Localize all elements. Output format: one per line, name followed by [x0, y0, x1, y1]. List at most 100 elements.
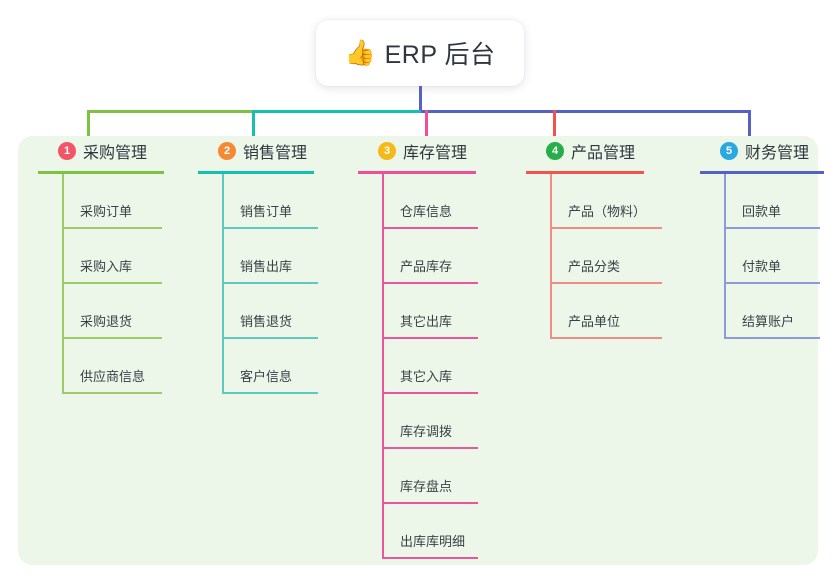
module-item-label: 付款单 [742, 259, 782, 274]
module-item-rule [62, 227, 162, 229]
module-item-rule [222, 337, 318, 339]
module-item[interactable]: 客户信息 [222, 339, 332, 394]
module-item[interactable]: 采购退货 [62, 284, 172, 339]
module-item-label: 产品（物料） [568, 204, 647, 219]
module-item[interactable]: 库存盘点 [382, 449, 492, 504]
bar-segment-mid [252, 110, 424, 113]
module-item-rule [724, 282, 820, 284]
module-item-label: 其它出库 [400, 314, 453, 329]
module-item-label: 销售出库 [240, 259, 293, 274]
module-header-rule [526, 171, 644, 174]
bar-segment-right [421, 110, 751, 113]
module-item[interactable]: 产品库存 [382, 229, 492, 284]
module-number-badge: 2 [218, 142, 236, 160]
page-title: ERP 后台 [384, 41, 496, 69]
module-item[interactable]: 出库库明细 [382, 504, 492, 559]
module-spine [550, 174, 552, 339]
module-item[interactable]: 回款单 [724, 174, 834, 229]
module-item-rule [550, 282, 662, 284]
module-item-label: 结算账户 [742, 314, 795, 329]
module-column-5: 5 财务管理回款单付款单结算账户 [700, 136, 824, 339]
drop-connector-2 [252, 110, 255, 150]
module-item[interactable]: 采购入库 [62, 229, 172, 284]
module-item-label: 产品分类 [568, 259, 621, 274]
module-spine [382, 174, 384, 559]
module-item[interactable]: 采购订单 [62, 174, 172, 229]
module-header-rule [700, 171, 824, 174]
module-item-label: 客户信息 [240, 369, 293, 384]
module-number-badge: 4 [546, 142, 564, 160]
module-item[interactable]: 结算账户 [724, 284, 834, 339]
module-item[interactable]: 产品分类 [550, 229, 662, 284]
module-header-3[interactable]: 3 库存管理 [358, 136, 476, 166]
drop-connector-3 [425, 110, 428, 150]
bar-segment-left [87, 110, 255, 113]
module-title: 财务管理 [745, 145, 810, 162]
module-items: 仓库信息产品库存其它出库其它入库库存调拨库存盘点出库库明细 [382, 174, 478, 559]
module-header-2[interactable]: 2 销售管理 [198, 136, 314, 166]
module-item[interactable]: 仓库信息 [382, 174, 492, 229]
module-column-2: 2 销售管理销售订单销售出库销售退货客户信息 [198, 136, 318, 394]
module-item-rule [550, 227, 662, 229]
module-item[interactable]: 销售退货 [222, 284, 332, 339]
trunk-connector [419, 86, 422, 112]
module-items: 采购订单采购入库采购退货供应商信息 [62, 174, 164, 394]
module-item-rule [222, 392, 318, 394]
module-item[interactable]: 产品（物料） [550, 174, 662, 229]
module-number-badge: 3 [378, 142, 396, 160]
module-item-label: 仓库信息 [400, 204, 453, 219]
module-title: 库存管理 [403, 145, 468, 162]
module-item-label: 回款单 [742, 204, 782, 219]
module-item[interactable]: 销售出库 [222, 229, 332, 284]
module-spine [724, 174, 726, 339]
module-item-label: 销售订单 [240, 204, 293, 219]
module-item-label: 采购订单 [80, 204, 133, 219]
module-item-rule [382, 227, 478, 229]
module-item[interactable]: 库存调拨 [382, 394, 492, 449]
module-item-rule [222, 282, 318, 284]
module-item[interactable]: 销售订单 [222, 174, 332, 229]
module-item-rule [62, 282, 162, 284]
module-item-label: 出库库明细 [400, 534, 466, 549]
module-item-label: 库存盘点 [400, 479, 453, 494]
module-item-rule [382, 337, 478, 339]
module-item-label: 产品单位 [568, 314, 621, 329]
module-item-rule [222, 227, 318, 229]
drop-connector-5 [748, 110, 751, 150]
module-header-rule [358, 171, 476, 174]
module-items: 产品（物料） 产品分类产品单位 [550, 174, 662, 339]
module-item-rule [62, 392, 162, 394]
module-item[interactable]: 其它出库 [382, 284, 492, 339]
module-title: 销售管理 [243, 145, 308, 162]
module-spine [222, 174, 224, 394]
module-item[interactable]: 其它入库 [382, 339, 492, 394]
module-item-rule [550, 337, 662, 339]
module-column-3: 3 库存管理仓库信息产品库存其它出库其它入库库存调拨库存盘点出库库明细 [358, 136, 478, 559]
module-item-rule [382, 557, 478, 559]
root-title-card[interactable]: 👍 ERP 后台 [316, 20, 524, 86]
module-item[interactable]: 供应商信息 [62, 339, 172, 394]
module-header-rule [38, 171, 164, 174]
module-header-5[interactable]: 5 财务管理 [700, 136, 824, 166]
module-item-rule [62, 337, 162, 339]
module-items: 回款单付款单结算账户 [724, 174, 824, 339]
module-item[interactable]: 付款单 [724, 229, 834, 284]
module-item-rule [382, 392, 478, 394]
drop-connector-4 [553, 110, 556, 150]
module-number-badge: 5 [720, 142, 738, 160]
module-item-rule [382, 502, 478, 504]
module-item-label: 销售退货 [240, 314, 293, 329]
module-item-label: 产品库存 [400, 259, 453, 274]
module-item[interactable]: 产品单位 [550, 284, 662, 339]
drop-connector-1 [87, 110, 90, 150]
module-item-label: 其它入库 [400, 369, 453, 384]
module-item-label: 库存调拨 [400, 424, 453, 439]
module-item-rule [724, 337, 820, 339]
module-item-label: 供应商信息 [80, 369, 146, 384]
module-number-badge: 1 [58, 142, 76, 160]
